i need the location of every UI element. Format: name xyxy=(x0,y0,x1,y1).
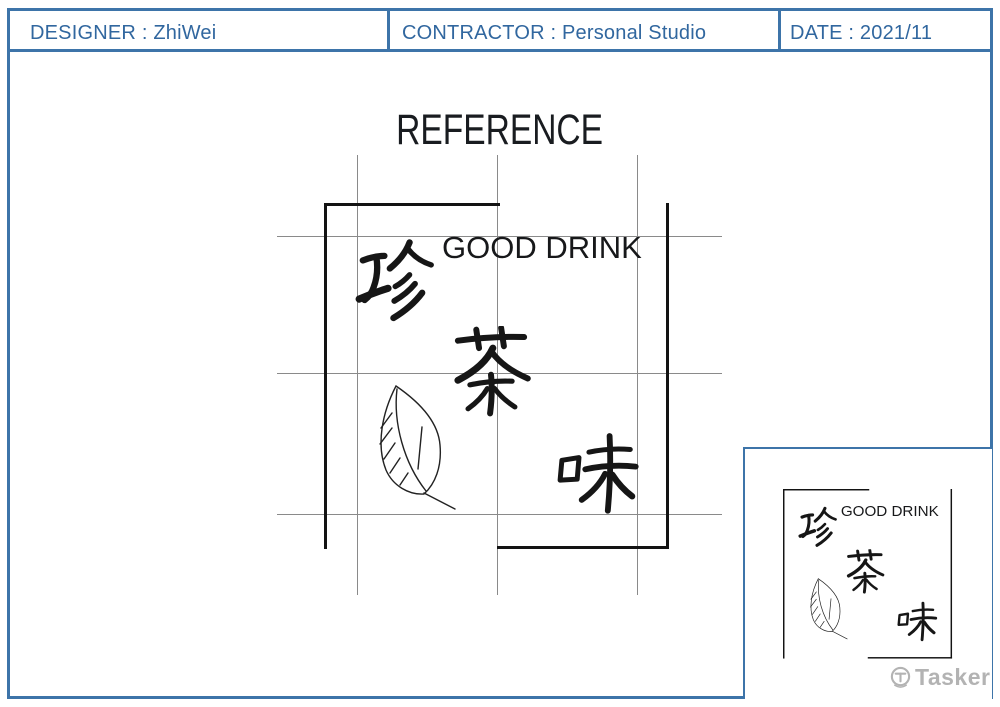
tea-leaf-icon xyxy=(379,385,456,510)
logo-preview-box: GOOD DRINK xyxy=(743,447,992,699)
tasker-watermark: Tasker xyxy=(889,666,990,689)
frame-right-segment xyxy=(666,203,669,549)
grid-vertical-line xyxy=(637,155,638,595)
date-cell: DATE : 2021/11 xyxy=(778,11,990,49)
frame-left-segment xyxy=(783,489,785,659)
page-title: REFERENCE xyxy=(396,106,604,154)
frame-top-segment xyxy=(324,203,500,206)
hanzi-wei-icon xyxy=(552,427,642,517)
tagline-good-drink: GOOD DRINK xyxy=(840,502,939,520)
frame-bottom-segment xyxy=(867,657,953,659)
frame-right-segment xyxy=(950,489,953,659)
frame-left-segment xyxy=(324,203,327,549)
designer-cell: DESIGNER : ZhiWei xyxy=(10,11,387,49)
grid-vertical-line xyxy=(357,155,358,595)
tea-leaf-icon xyxy=(810,578,848,640)
grid-horizontal-line xyxy=(277,514,722,515)
grid-vertical-line xyxy=(497,155,498,595)
hanzi-zhen-icon xyxy=(352,237,442,327)
tagline-good-drink: GOOD DRINK xyxy=(442,230,642,265)
logo-artwork-thumbnail: GOOD DRINK xyxy=(783,489,953,659)
logo-artwork-main: GOOD DRINK xyxy=(324,203,669,549)
hanzi-wei-icon xyxy=(897,601,938,642)
grid-horizontal-line xyxy=(277,236,722,237)
title-block: DESIGNER : ZhiWei CONTRACTOR : Personal … xyxy=(7,8,993,52)
frame-top-segment xyxy=(783,489,870,491)
hanzi-zhen-icon xyxy=(798,506,838,548)
contractor-label: CONTRACTOR : Personal Studio xyxy=(402,22,707,44)
tasker-watermark-label: Tasker xyxy=(915,664,991,690)
designer-label: DESIGNER : ZhiWei xyxy=(30,22,217,44)
frame-bottom-segment xyxy=(497,546,669,549)
contractor-cell: CONTRACTOR : Personal Studio xyxy=(387,11,778,49)
date-label: DATE : 2021/11 xyxy=(790,22,933,44)
tasker-logo-icon xyxy=(890,666,911,689)
grid-horizontal-line xyxy=(277,373,722,374)
